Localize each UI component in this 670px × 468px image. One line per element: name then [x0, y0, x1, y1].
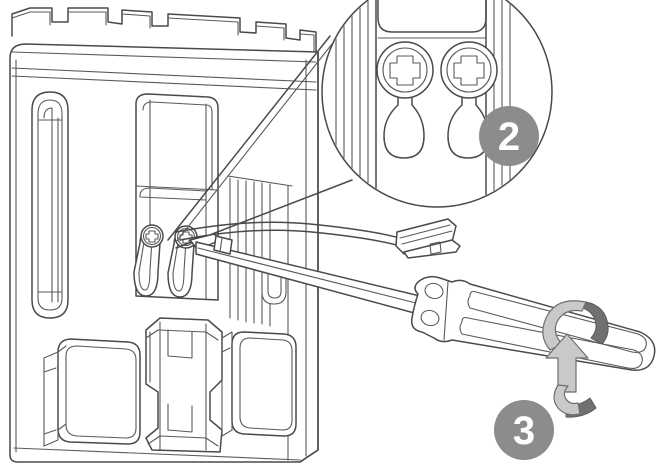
connector-cable	[175, 218, 461, 259]
badge-3-label: 3	[513, 409, 535, 453]
badge-step-3: 3	[494, 400, 554, 460]
cable-connector-plug	[395, 218, 461, 259]
badge-2-label: 2	[498, 115, 520, 159]
bracket-top-hooks	[11, 7, 317, 53]
rotation-arrow	[542, 300, 609, 418]
rib-channel-loop	[261, 269, 287, 305]
screwdriver-handle	[410, 275, 656, 371]
badge-2-circle	[479, 106, 539, 166]
bracket-right-edge	[299, 51, 319, 463]
left-vertical-slot	[31, 91, 69, 319]
raised-pad-right	[221, 331, 297, 437]
badge-step-2: 2	[479, 106, 539, 166]
detail-keyhole-left	[376, 41, 434, 159]
keyhole-slot-left	[133, 224, 164, 297]
raised-pad-left	[43, 338, 141, 447]
center-latch-clip	[145, 317, 223, 453]
badge-3-circle	[494, 400, 554, 460]
wall-mount-bracket	[9, 7, 319, 463]
keyhole-slot-right	[167, 225, 198, 298]
bracket-bottom-chamfer	[13, 447, 301, 461]
phillips-screwdriver	[189, 233, 656, 371]
detail-top-ledge	[377, 0, 487, 33]
